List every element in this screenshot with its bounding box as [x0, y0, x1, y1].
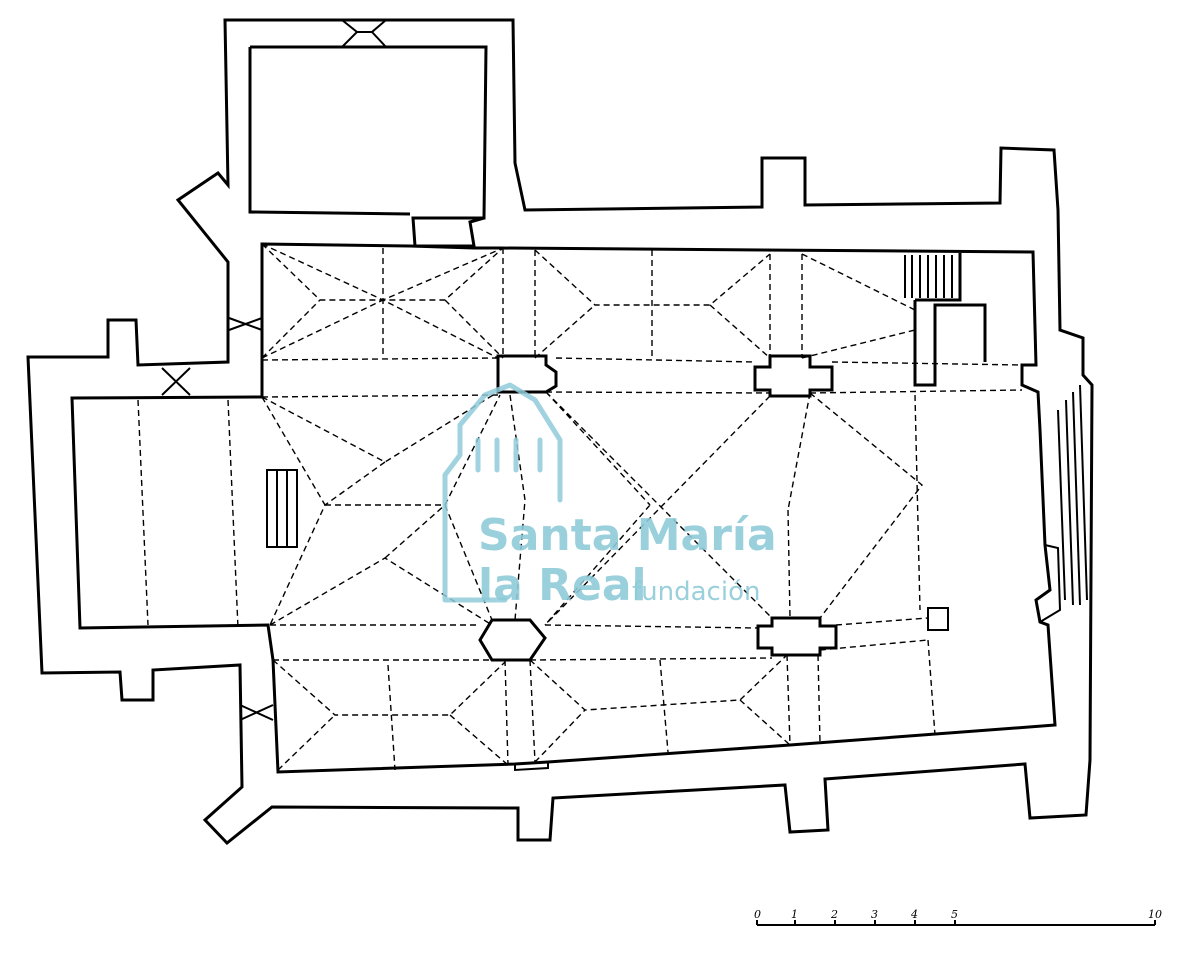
scale-tick-4: 4: [910, 908, 918, 921]
scale-tick-1: 1: [791, 908, 798, 921]
watermark-line1: Santa María: [478, 510, 777, 561]
pier-sw: [478, 618, 547, 662]
scale-tick-3: 3: [871, 908, 878, 921]
outer-walls: [26, 18, 1094, 846]
pier-se: [756, 616, 838, 657]
scale-tick-0: 0: [754, 908, 761, 921]
pier-ne: [753, 354, 834, 398]
scale-tick-2: 2: [830, 908, 838, 921]
scale-bar: 0 1 2 3 4 5 10: [754, 908, 1162, 926]
watermark-line3: fundación: [632, 577, 760, 607]
watermark-line2: la Real: [478, 560, 647, 611]
watermark-logo: Santa María la Real fundación: [442, 382, 777, 611]
church-logo-icon: [442, 382, 563, 603]
pier-nw: [496, 354, 558, 394]
piers: [478, 354, 838, 662]
scale-tick-10: 10: [1148, 908, 1162, 921]
vault-ribs: [137, 243, 1023, 771]
scale-tick-5: 5: [951, 908, 958, 921]
